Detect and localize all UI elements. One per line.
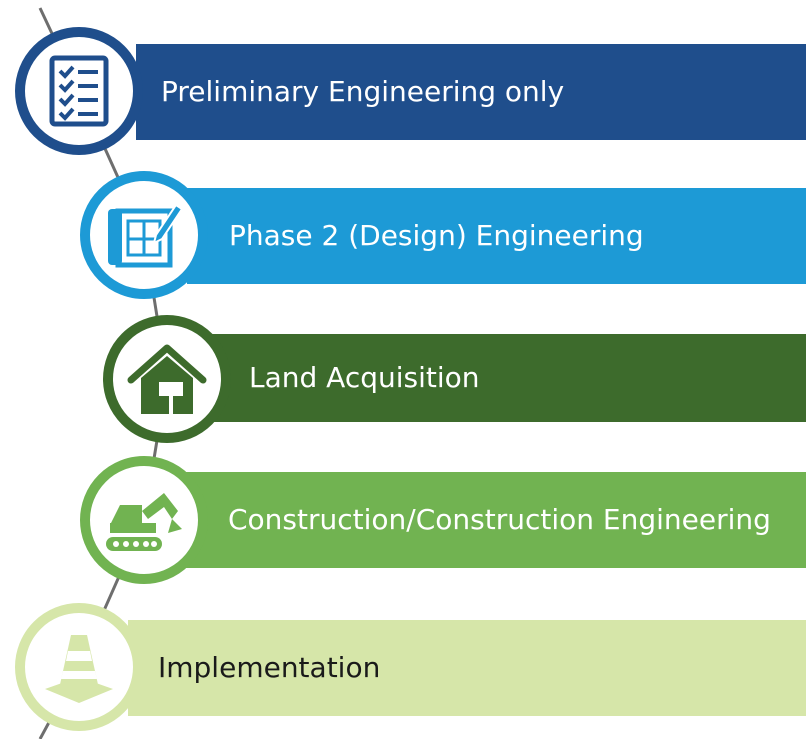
step-icon-circle [80,456,208,584]
house-icon [127,344,207,414]
blueprint-icon [108,203,184,268]
step-label: Land Acquisition [249,361,480,394]
excavator-icon [106,493,182,551]
step-bar-land-acquisition: Land Acquisition [193,334,806,422]
step-bar-preliminary-engineering: Preliminary Engineering only [136,44,806,140]
step-icon-circle [80,171,208,299]
step-label: Implementation [158,651,381,684]
step-bar-design-engineering: Phase 2 (Design) Engineering [187,188,806,284]
traffic-cone-icon [45,635,113,703]
step-icon-circle [15,27,143,155]
step-label: Phase 2 (Design) Engineering [229,219,644,252]
step-bar-construction: Construction/Construction Engineering [180,472,806,568]
step-bar-implementation: Implementation [128,620,806,716]
step-label: Construction/Construction Engineering [228,503,771,536]
step-label: Preliminary Engineering only [161,75,565,108]
step-icon-circle [103,315,231,443]
step-icon-circle [15,603,143,731]
checklist-icon [49,55,109,127]
